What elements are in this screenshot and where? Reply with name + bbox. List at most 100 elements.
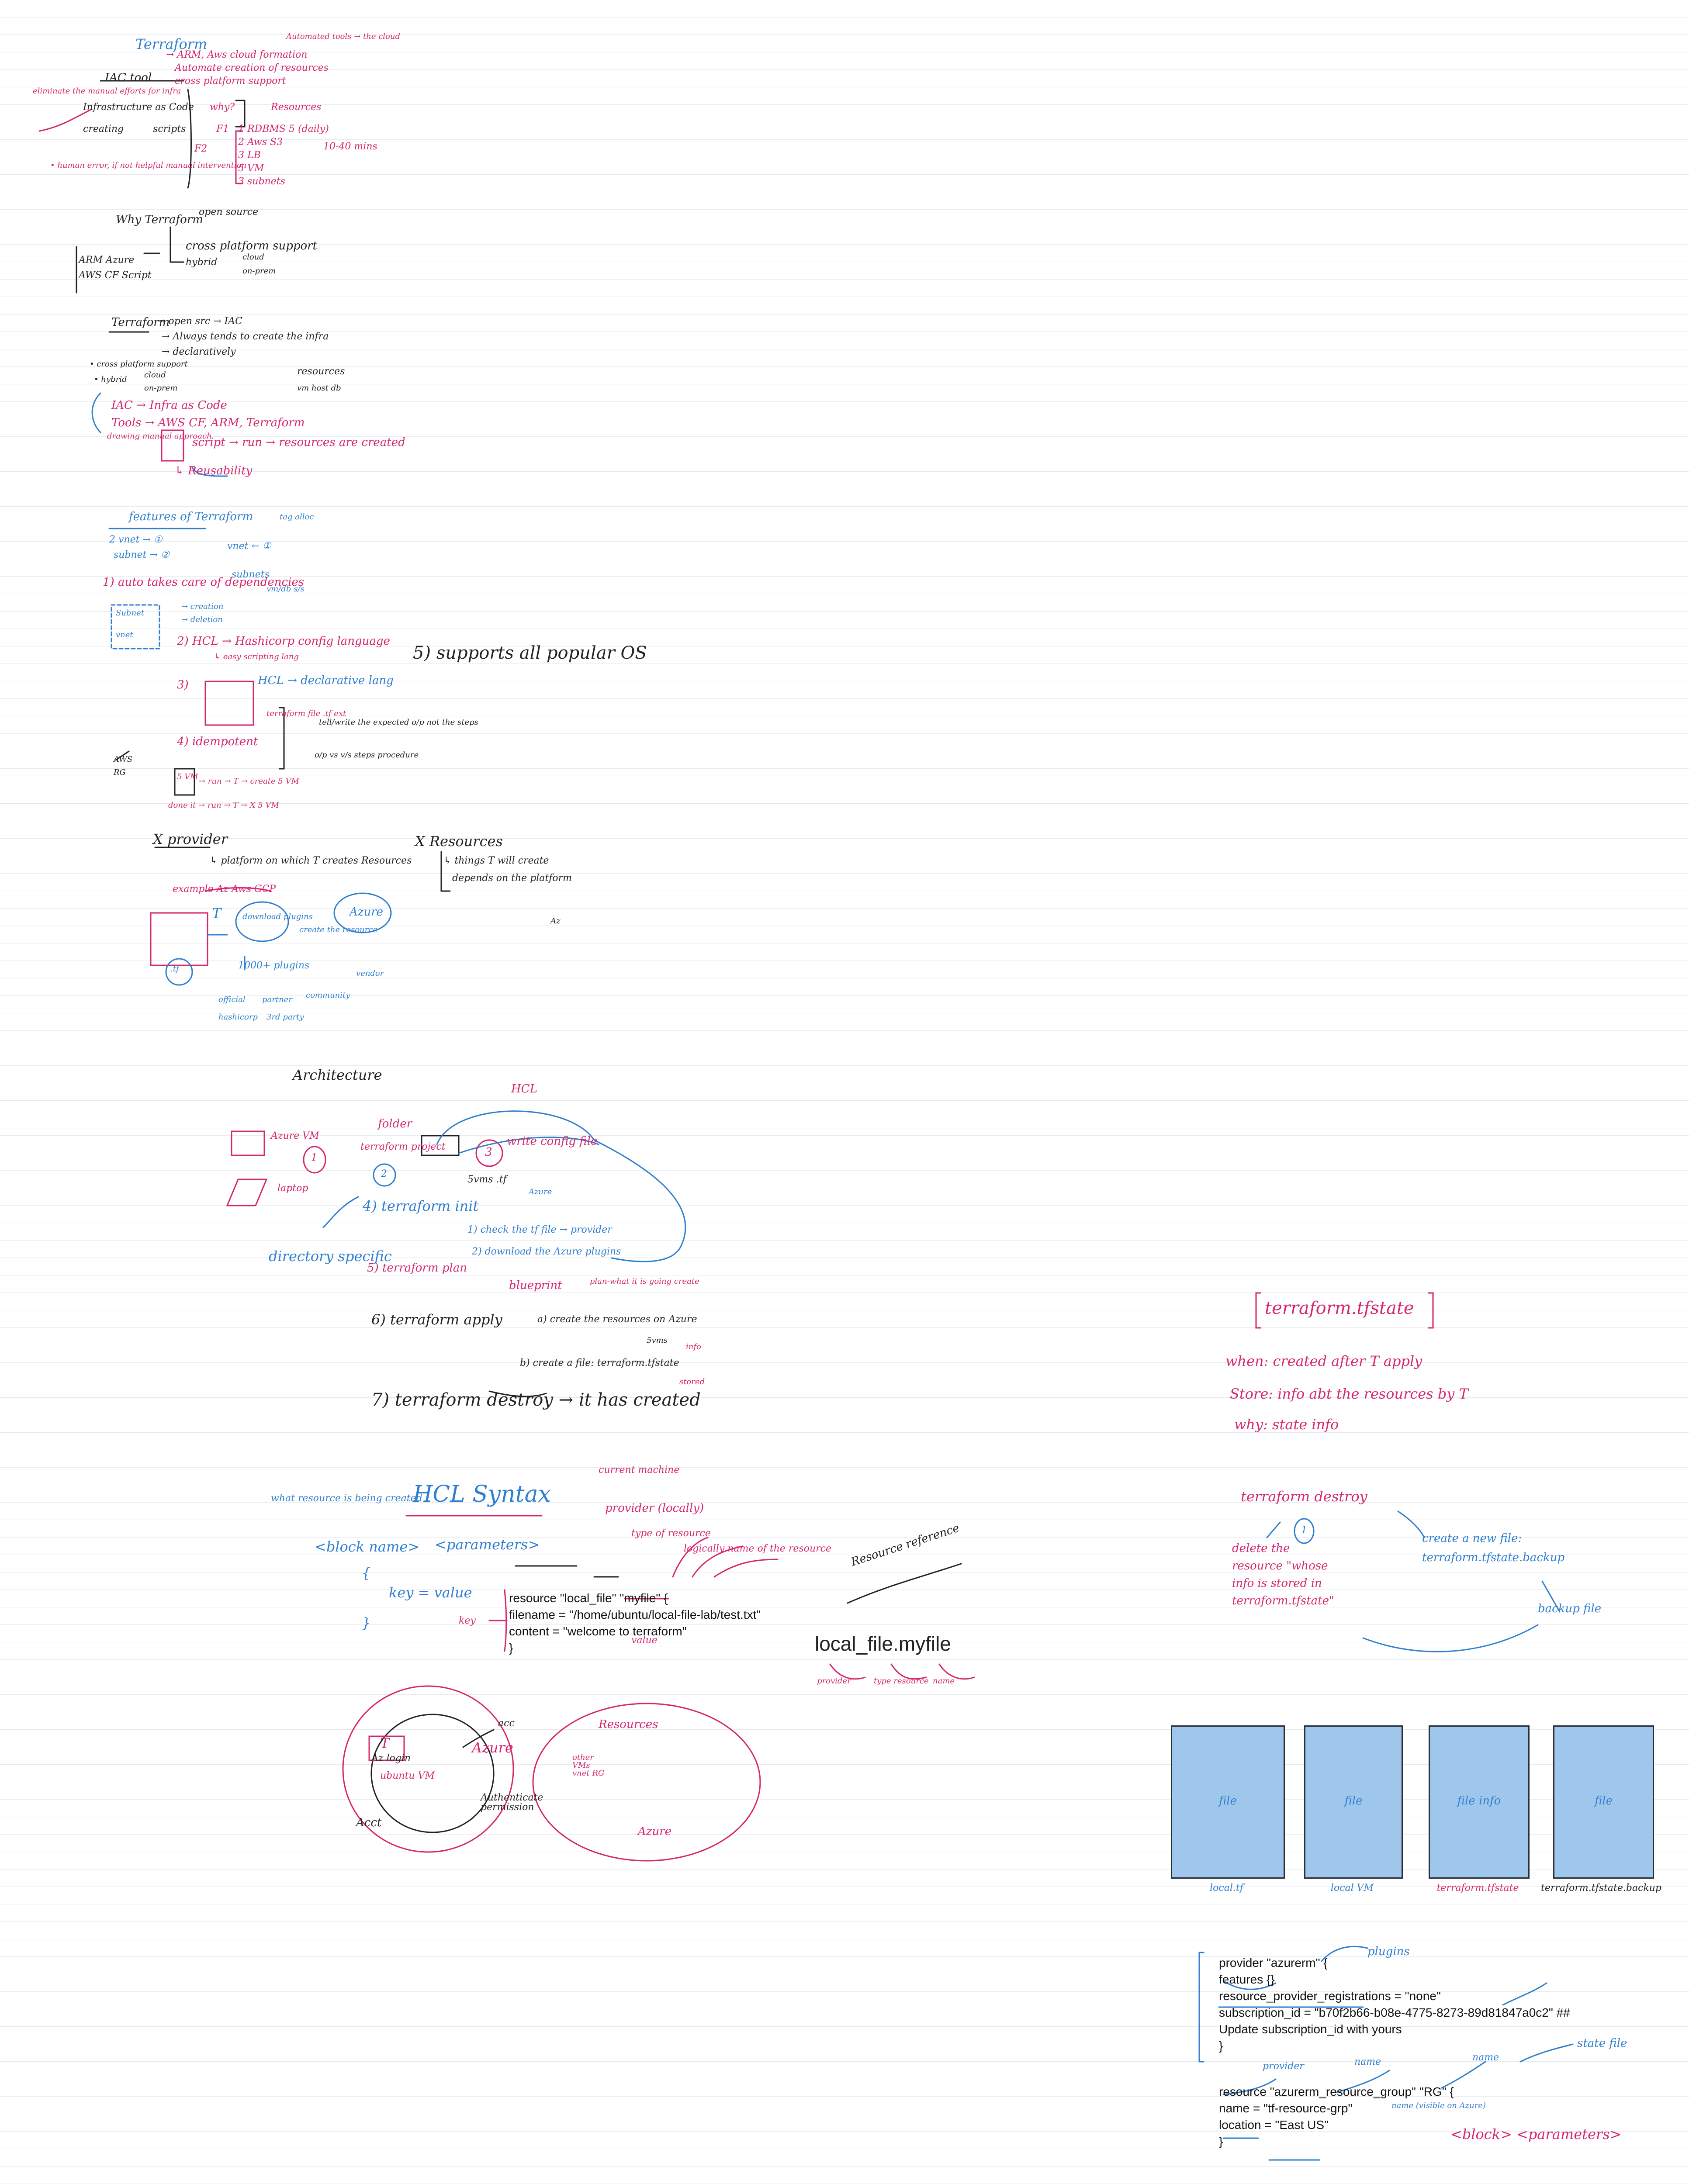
- ref-name: name: [933, 1677, 955, 1685]
- code-line: features {}: [1219, 1971, 1570, 1988]
- name-note: name: [1354, 2057, 1381, 2067]
- venn-auth: Authenticate permission: [481, 1793, 555, 1812]
- download-azure-plugins: 2) download the Azure plugins: [472, 1247, 621, 1257]
- file-card: file: [1553, 1725, 1654, 1879]
- code-line: resource_provider_registrations = "none": [1219, 1988, 1570, 2004]
- run-noop: done it → run → T → X 5 VM: [168, 802, 279, 809]
- tools-list: Tools → AWS CF, ARM, Terraform: [111, 417, 305, 429]
- hcl-declarative: HCL → declarative lang: [258, 675, 394, 686]
- plugins-count: 1000+ plugins: [238, 961, 309, 971]
- card-label: file info: [1430, 1794, 1528, 1807]
- visible-on-azure: name (visible on Azure): [1391, 2102, 1486, 2110]
- code-line: subscription_id = "b70f2b66-b08e-4775-82…: [1219, 2004, 1570, 2021]
- current-machine: current machine: [599, 1465, 679, 1475]
- apply-a: a) create the resources on Azure: [537, 1315, 697, 1324]
- code-line: filename = "/home/ubuntu/local-file-lab/…: [509, 1607, 761, 1623]
- file-card: file: [1171, 1725, 1285, 1879]
- code-line: location = "East US": [1219, 2117, 1454, 2133]
- resources-desc: ↳ things T will create: [443, 856, 549, 866]
- code-line: Update subscription_id with yours: [1219, 2021, 1570, 2038]
- terraform-plan: 5) terraform plan: [367, 1262, 467, 1274]
- eliminate-note: eliminate the manual efforts for infra: [33, 87, 181, 95]
- key-note: key: [459, 1616, 476, 1626]
- hcl-syntax-heading: HCL Syntax: [413, 1483, 551, 1506]
- five-vms: 5vms .tf: [467, 1175, 507, 1185]
- automate-note: Automate creation of resources: [175, 63, 329, 73]
- info-note: info: [686, 1343, 701, 1351]
- reusability: ↳ Reusability: [175, 465, 252, 477]
- cross-platform: cross platform support: [186, 240, 317, 252]
- arm-note: → ARM, Aws cloud formation: [166, 50, 307, 60]
- tf-label: .tf: [170, 965, 179, 973]
- deletion: → deletion: [181, 616, 223, 624]
- automated-tools-note: Automated tools → the cloud: [286, 33, 400, 41]
- why-terraform: Why Terraform: [116, 214, 203, 225]
- tfstate-when: when: created after T apply: [1225, 1354, 1422, 1368]
- file-card: file: [1304, 1725, 1403, 1879]
- terraform-project: terraform project: [360, 1142, 446, 1152]
- laptop: laptop: [277, 1184, 308, 1193]
- subnet-s: Subnet: [116, 609, 144, 617]
- scripts-note: scripts: [153, 124, 186, 134]
- resource-row: 3 LB: [238, 151, 261, 160]
- feature-2: 2) HCL → Hashicorp config language: [177, 636, 390, 647]
- close-brace: }: [362, 1616, 370, 1630]
- code-line: resource "local_file" "myfile" {: [509, 1590, 761, 1607]
- venn-acc: acc: [498, 1719, 515, 1728]
- on-prem: on-prem: [242, 267, 276, 275]
- hybrid-note: • hybrid: [94, 376, 127, 384]
- card-caption: terraform.tfstate.backup: [1538, 1883, 1665, 1894]
- venn-azure: Azure: [472, 1741, 513, 1755]
- resource-reference: local_file.myfile: [815, 1634, 951, 1654]
- check-tf-file: 1) check the tf file → provider: [467, 1225, 612, 1235]
- apply-5vms: 5vms: [647, 1337, 668, 1344]
- code-line: }: [1219, 2038, 1570, 2054]
- what-being-created: what resource is being created: [271, 1494, 422, 1503]
- hcl-note: HCL: [511, 1083, 537, 1095]
- vendor: vendor: [356, 970, 384, 978]
- tfstate-store: Store: info abt the resources by T: [1230, 1387, 1468, 1401]
- step-1: 1: [311, 1153, 317, 1163]
- card-label: file: [1172, 1794, 1284, 1807]
- venn-other: other VMs vnet RG: [572, 1754, 607, 1777]
- open-src-iac: → open src → IAC: [157, 317, 242, 326]
- declaratively: → declaratively: [162, 347, 235, 357]
- cloud-note: cloud: [144, 371, 166, 379]
- backup-file: backup file: [1538, 1603, 1601, 1614]
- venn-azure2: Azure: [638, 1826, 671, 1837]
- aws-label: AWS: [114, 756, 132, 764]
- terraform-apply: 6) terraform apply: [371, 1313, 502, 1327]
- f1-label: F1: [216, 124, 229, 134]
- provider-examples: example Az Aws GCP: [173, 885, 276, 894]
- aws-cf: AWS CF Script: [79, 271, 152, 280]
- feature-3: 3): [177, 679, 189, 691]
- script-run: script → run → resources are created: [192, 437, 405, 448]
- easy-scripting: ↳ easy scripting lang: [214, 653, 299, 661]
- subnet-two: subnet → ②: [114, 550, 170, 560]
- always-create: → Always tends to create the infra: [162, 332, 329, 342]
- why-note: why?: [210, 103, 235, 112]
- ref-type: type resource: [874, 1677, 929, 1685]
- iac-tool: IAC tool: [105, 72, 152, 83]
- azure-note: Azure: [529, 1188, 552, 1196]
- apply-b: b) create a file: terraform.tfstate: [520, 1358, 679, 1368]
- folder: folder: [378, 1118, 412, 1130]
- destroy-cmd: terraform destroy: [1241, 1489, 1367, 1503]
- stored-note: stored: [679, 1378, 705, 1386]
- card-caption: local.tf: [1171, 1883, 1282, 1894]
- partner: partner: [262, 996, 292, 1004]
- card-label: file: [1305, 1794, 1402, 1807]
- code-line: content = "welcome to terraform": [509, 1623, 761, 1640]
- ubuntu-vm: ubuntu VM: [380, 1771, 435, 1781]
- arm-azure: ARM Azure: [79, 256, 134, 265]
- resource-row: 1 RDBMS 5 (daily): [238, 124, 329, 134]
- code-line: resource "azurerm_resource_group" "RG" {: [1219, 2084, 1454, 2100]
- resources-note: Resources: [271, 103, 321, 112]
- block-parameters: <block> <parameters>: [1450, 2127, 1621, 2141]
- key-value: key = value: [389, 1586, 472, 1600]
- cross-note: cross platform support: [175, 76, 286, 86]
- step-2: 2: [381, 1169, 387, 1179]
- ref-provider: provider: [817, 1677, 851, 1685]
- depends-platform: depends on the platform: [452, 874, 572, 883]
- download-plugins: download plugins: [242, 913, 313, 921]
